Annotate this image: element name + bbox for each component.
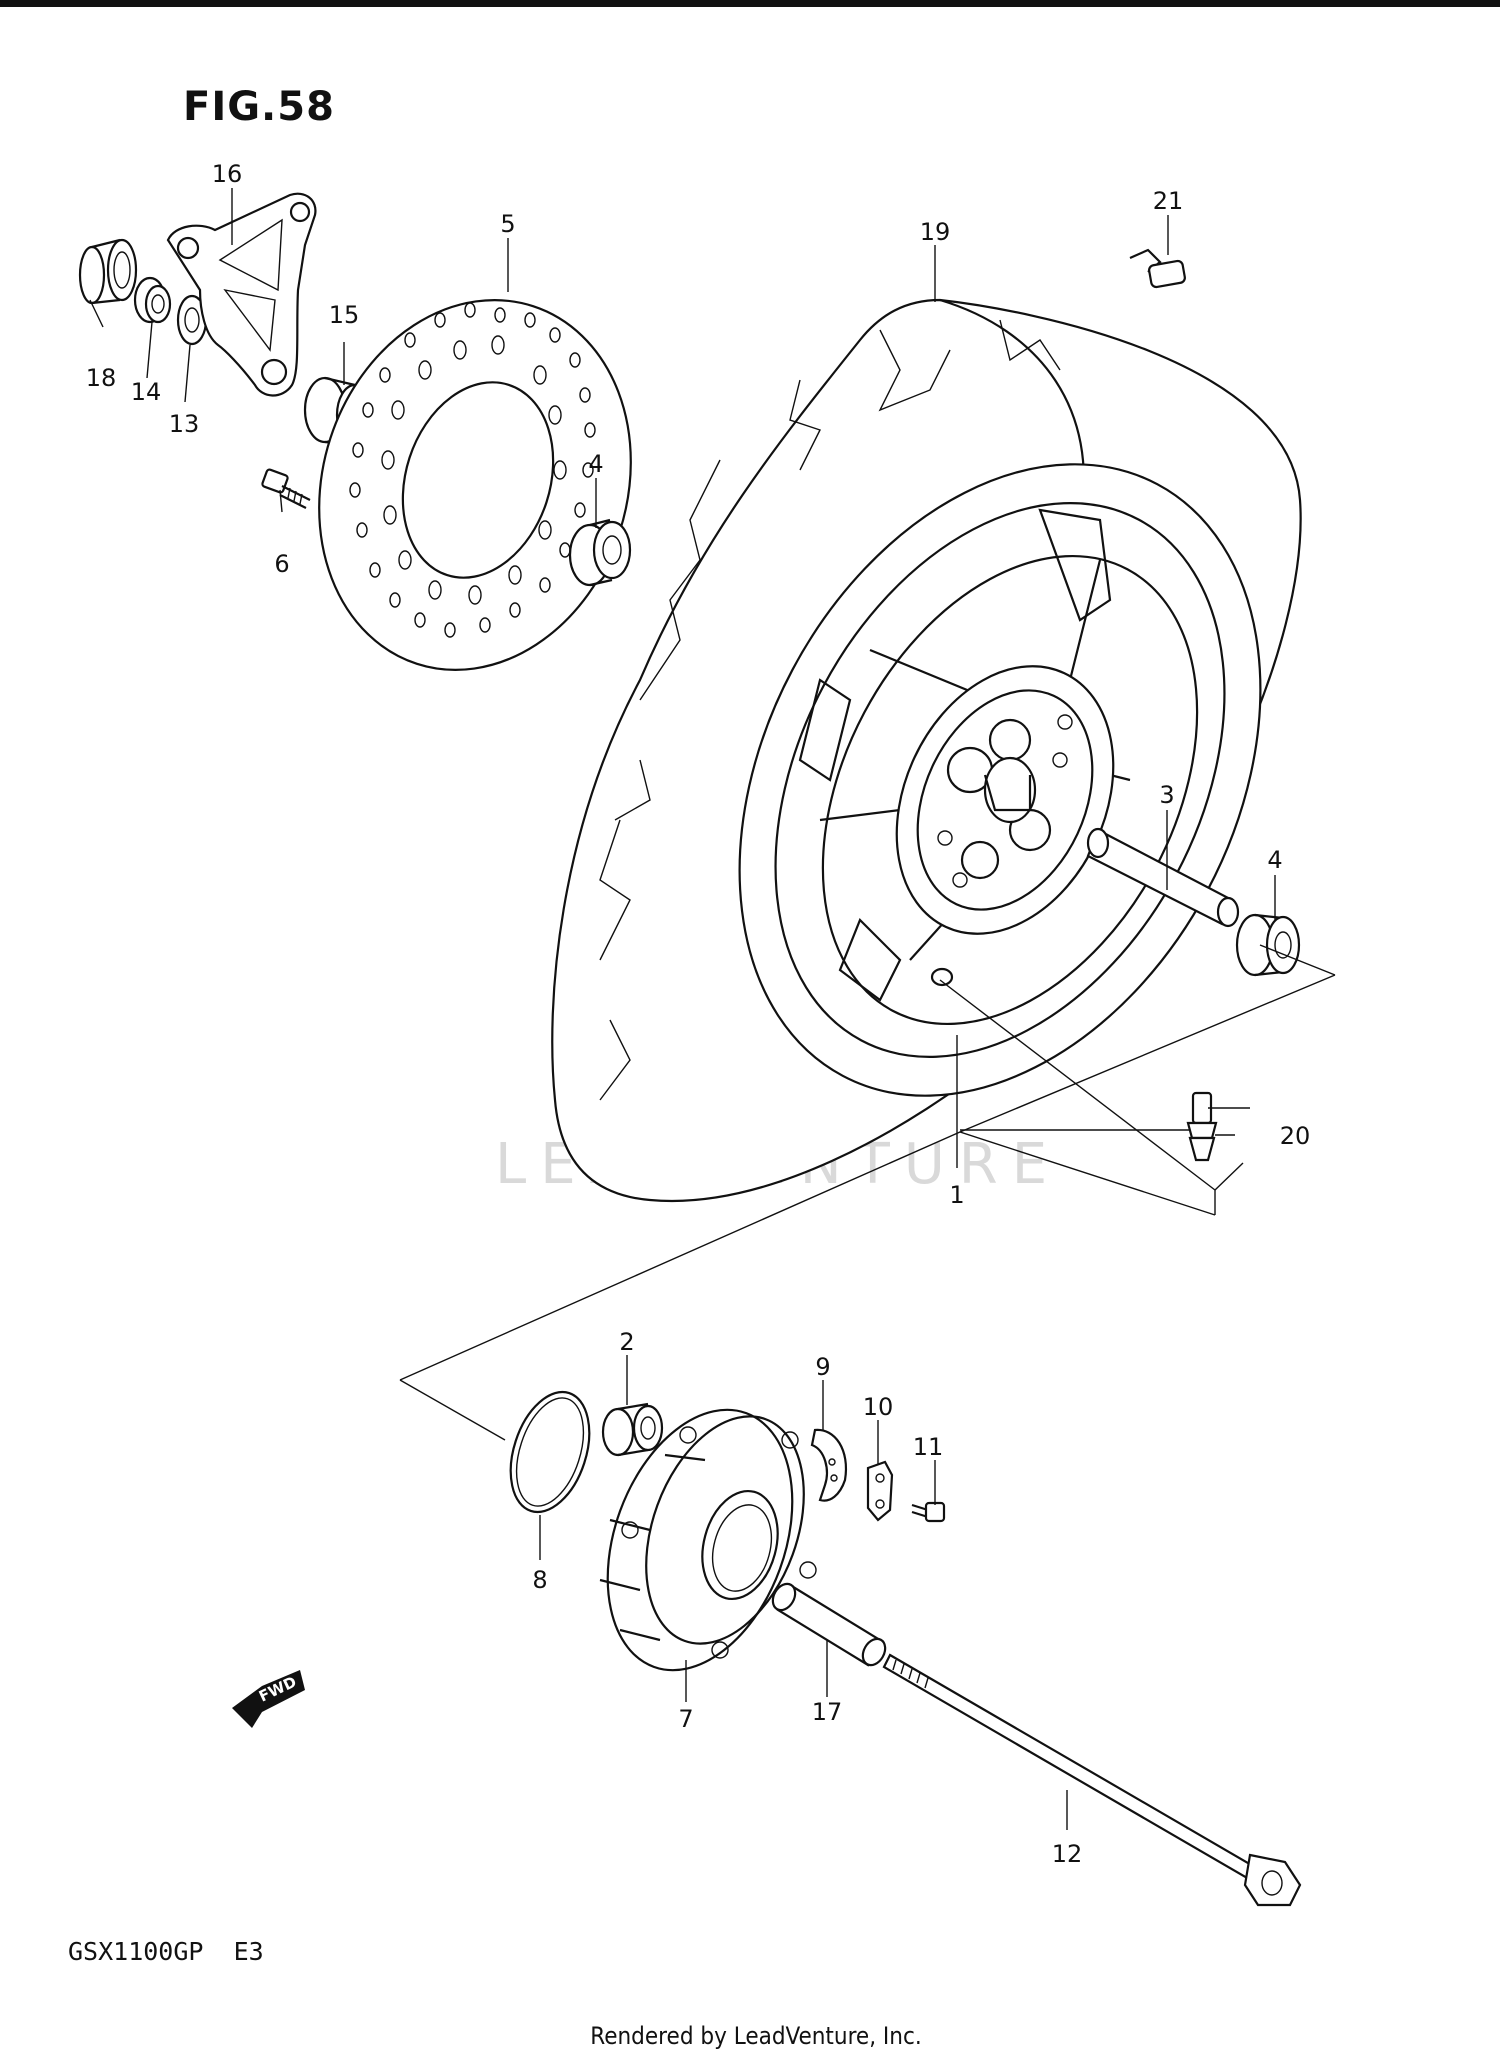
- part-4-bearing-lower: [1235, 913, 1301, 977]
- part-12-axle: [882, 1653, 1302, 1907]
- callout-9: 9: [815, 1353, 830, 1381]
- callout-14: 14: [131, 378, 162, 406]
- wheel-hub: [895, 665, 1115, 935]
- callout-labels: 5 16 15 18 14 13 6 4 19 21 3 4 20 1 2 9 …: [86, 160, 1311, 1868]
- part-14-nut: [133, 276, 172, 324]
- part-8-o-ring: [509, 1390, 591, 1514]
- disc-holes: [349, 302, 596, 638]
- part-21-valve-cap: [1129, 248, 1186, 289]
- callout-3: 3: [1159, 781, 1174, 809]
- valve-hole: [930, 967, 954, 987]
- callout-4-upper: 4: [588, 450, 603, 478]
- part-3-spacer: [1086, 827, 1240, 928]
- part-11-bolt: [911, 1501, 946, 1523]
- callout-7: 7: [678, 1705, 693, 1733]
- callout-11: 11: [913, 1433, 944, 1461]
- callout-2: 2: [619, 1328, 634, 1356]
- top-border: [0, 0, 1500, 7]
- callout-20: 20: [1280, 1122, 1311, 1150]
- leader-lines: [89, 188, 1276, 1830]
- part-10-washer-plate: [866, 1460, 894, 1522]
- part-7-hub-carrier: [599, 1408, 817, 1672]
- callout-8: 8: [532, 1566, 547, 1594]
- part-17-axle-spacer: [771, 1582, 887, 1667]
- footer-credit: Rendered by LeadVenture, Inc.: [590, 2022, 921, 2050]
- part-9-lock-plate: [810, 1428, 848, 1502]
- callout-4-lower: 4: [1267, 846, 1282, 874]
- part-6-bolt: [261, 468, 311, 509]
- callout-18: 18: [86, 364, 117, 392]
- part-4-bearing-upper: [568, 518, 632, 587]
- callout-19: 19: [920, 218, 951, 246]
- callout-15: 15: [329, 301, 360, 329]
- model-code: GSX1100GP E3: [68, 1937, 264, 1966]
- fwd-arrow-badge: FWD: [232, 1670, 305, 1728]
- callout-5: 5: [500, 210, 515, 238]
- callout-6: 6: [274, 550, 289, 578]
- callout-16: 16: [212, 160, 243, 188]
- callout-10: 10: [863, 1393, 894, 1421]
- part-2-bearing: [601, 1402, 664, 1457]
- callout-1: 1: [949, 1181, 964, 1209]
- figure-title: FIG.58: [183, 84, 335, 130]
- callout-17: 17: [812, 1698, 843, 1726]
- callout-21: 21: [1153, 187, 1184, 215]
- callout-12: 12: [1052, 1840, 1083, 1868]
- callout-13: 13: [169, 410, 200, 438]
- part-20-valve: [1186, 1091, 1218, 1162]
- part-16-caliper-bracket: [166, 192, 317, 397]
- assembly-lines: [399, 944, 1336, 1441]
- part-18-cap: [78, 238, 138, 305]
